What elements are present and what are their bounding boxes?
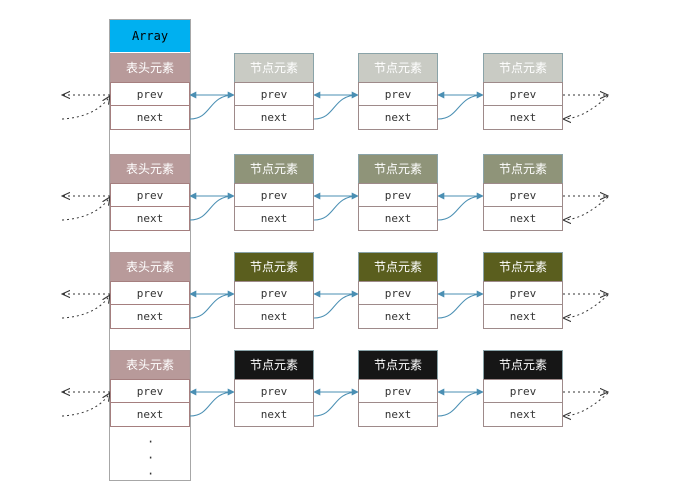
right-prev-dotted-arrow <box>563 196 609 220</box>
prev-field: prev <box>110 183 190 207</box>
next-field: next <box>358 106 438 130</box>
next-pointer-arrow <box>437 290 484 319</box>
node-element-label: 节点元素 <box>483 350 563 380</box>
prev-field: prev <box>110 281 190 305</box>
next-field: next <box>358 207 438 231</box>
next-pointer-arrow <box>189 91 235 120</box>
next-field: next <box>110 106 190 130</box>
next-field: next <box>358 305 438 329</box>
node-element-label: 节点元素 <box>358 252 438 282</box>
node-element-label: 节点元素 <box>234 252 314 282</box>
prev-field: prev <box>110 82 190 106</box>
next-field: next <box>483 403 563 427</box>
prev-field: prev <box>234 281 314 305</box>
prev-field: prev <box>358 379 438 403</box>
prev-field: prev <box>483 281 563 305</box>
node-element-label: 节点元素 <box>234 154 314 184</box>
next-pointer-arrow <box>437 388 484 417</box>
next-field: next <box>234 403 314 427</box>
node-element-label: 节点元素 <box>358 154 438 184</box>
next-field: next <box>110 305 190 329</box>
prev-field: prev <box>234 379 314 403</box>
right-prev-dotted-arrow <box>563 294 609 318</box>
next-pointer-arrow <box>189 290 235 319</box>
prev-field: prev <box>483 183 563 207</box>
ellipsis-dot: · <box>147 467 155 481</box>
array-container <box>109 19 191 481</box>
prev-field: prev <box>234 183 314 207</box>
left-next-dotted-arrow <box>61 295 110 319</box>
prev-field: prev <box>110 379 190 403</box>
next-pointer-arrow <box>313 192 359 221</box>
right-prev-dotted-arrow <box>563 392 609 416</box>
next-field: next <box>483 207 563 231</box>
array-header: Array <box>110 20 190 52</box>
next-pointer-arrow <box>313 290 359 319</box>
node-element-label: 节点元素 <box>483 53 563 83</box>
next-pointer-arrow <box>313 388 359 417</box>
next-pointer-arrow <box>189 192 235 221</box>
next-pointer-arrow <box>437 192 484 221</box>
left-next-dotted-arrow <box>61 96 110 120</box>
next-field: next <box>234 207 314 231</box>
head-element-label: 表头元素 <box>110 252 190 282</box>
prev-field: prev <box>483 379 563 403</box>
left-next-dotted-arrow <box>61 393 110 417</box>
head-element-label: 表头元素 <box>110 53 190 83</box>
left-next-dotted-arrow <box>61 197 110 221</box>
next-field: next <box>110 403 190 427</box>
node-element-label: 节点元素 <box>483 252 563 282</box>
next-field: next <box>234 305 314 329</box>
node-element-label: 节点元素 <box>358 350 438 380</box>
right-prev-dotted-arrow <box>563 95 609 119</box>
node-element-label: 节点元素 <box>234 53 314 83</box>
head-element-label: 表头元素 <box>110 350 190 380</box>
next-field: next <box>234 106 314 130</box>
next-field: next <box>110 207 190 231</box>
next-pointer-arrow <box>313 91 359 120</box>
node-element-label: 节点元素 <box>483 154 563 184</box>
prev-field: prev <box>483 82 563 106</box>
node-element-label: 节点元素 <box>358 53 438 83</box>
next-field: next <box>483 305 563 329</box>
prev-field: prev <box>358 183 438 207</box>
next-field: next <box>483 106 563 130</box>
node-element-label: 节点元素 <box>234 350 314 380</box>
prev-field: prev <box>234 82 314 106</box>
next-pointer-arrow <box>189 388 235 417</box>
head-element-label: 表头元素 <box>110 154 190 184</box>
next-pointer-arrow <box>437 91 484 120</box>
prev-field: prev <box>358 82 438 106</box>
prev-field: prev <box>358 281 438 305</box>
next-field: next <box>358 403 438 427</box>
ellipsis-dot: · <box>147 435 155 449</box>
ellipsis-dot: · <box>147 451 155 465</box>
